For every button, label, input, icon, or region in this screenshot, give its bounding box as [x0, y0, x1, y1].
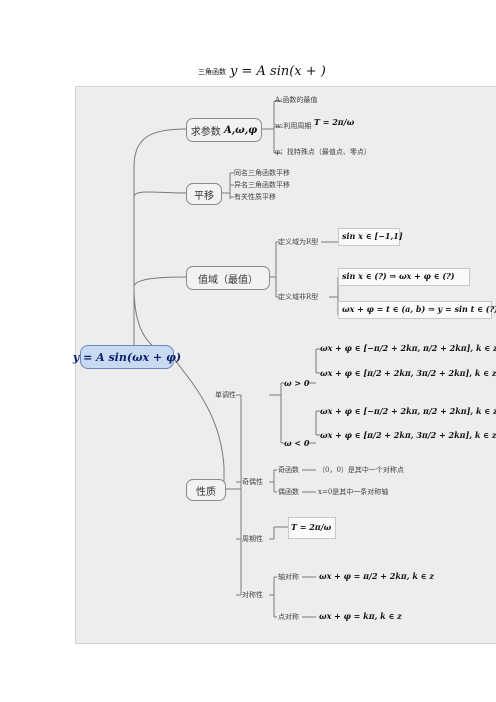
monotonic-label: 单调性: [215, 391, 236, 399]
root-node-label: y = A sin(ωx + φ): [72, 350, 182, 364]
parity-even-label: 偶函数: [278, 488, 299, 496]
range-non-r-formula2-box: [338, 301, 492, 319]
branch-params-label: 求参数: [190, 126, 221, 138]
monotonic-formula-3: ωx + φ ∈ [−π/2 + 2kπ, π/2 + 2kπ], k ∈ z递…: [320, 406, 496, 416]
range-r-domain-box: [338, 228, 400, 246]
symmetry-point-label: 点对称: [278, 613, 299, 621]
translate-item-same: 同名三角函数平移: [234, 169, 290, 177]
range-r-domain-label: 定义域为R型: [278, 238, 319, 246]
title-formula: y = A sin(x + ): [230, 64, 326, 79]
range-non-r-formula1-box: [338, 268, 470, 286]
period-label: 周期性: [242, 535, 263, 543]
monotonic-formula-2: ωx + φ ∈ [π/2 + 2kπ, 3π/2 + 2kπ], k ∈ z递…: [320, 368, 496, 378]
page-title: 三角函数 y = A sin(x + ): [198, 64, 326, 79]
params-period-formula: T = 2π/ω: [314, 117, 355, 127]
branch-properties-label: 性质: [196, 486, 216, 498]
period-formula-box: [288, 517, 336, 539]
symmetry-axis-formula: ωx + φ = π/2 + 2kπ, k ∈ z: [319, 571, 434, 581]
params-item-period: w:利用周期: [275, 122, 312, 130]
branch-properties[interactable]: 性质: [186, 479, 226, 501]
translate-item-different: 异名三角函数平移: [234, 181, 290, 189]
period-formula: T = 2π/ω: [291, 522, 332, 532]
parity-odd-desc: （0，0）是其中一个对称点: [318, 466, 404, 474]
branch-translate-label: 平移: [194, 190, 214, 202]
range-non-r-domain-label: 定义域非R型: [278, 293, 319, 301]
branch-params[interactable]: 求参数 A,ω,φ: [186, 118, 262, 142]
branch-params-math: A,ω,φ: [223, 124, 258, 136]
symmetry-label: 对称性: [242, 591, 263, 599]
mindmap-canvas: y = A sin(ωx + φ) 求参数 A,ω,φ A:函数的最值 w:利用…: [73, 86, 496, 644]
monotonic-w-positive: ω > 0: [284, 378, 310, 388]
range-r-domain-formula: sin x ∈ [−1,1]: [342, 231, 403, 241]
range-non-r-formula1: sin x ∈ (?) ⇒ ωx + φ ∈ (?): [342, 271, 455, 281]
translate-item-properties: 有关性质平移: [234, 193, 276, 201]
params-item-phase: φ：找特殊点（最值点、零点）: [275, 148, 371, 156]
parity-odd-label: 奇函数: [278, 466, 299, 474]
branch-translate[interactable]: 平移: [186, 183, 222, 205]
branch-range[interactable]: 值域（最值）: [186, 266, 270, 290]
parity-label: 奇偶性: [242, 478, 263, 486]
range-non-r-formula2: ωx + φ = t ∈ (a, b) ⇒ y = sin t ∈ (?): [342, 304, 496, 314]
title-prefix: 三角函数: [198, 67, 226, 76]
branch-range-label: 值域（最值）: [198, 274, 258, 286]
monotonic-formula-4: ωx + φ ∈ [π/2 + 2kπ, 3π/2 + 2kπ], k ∈ z递…: [320, 430, 496, 440]
params-item-amplitude: A:函数的最值: [275, 96, 318, 104]
monotonic-w-negative: ω < 0: [284, 438, 310, 448]
root-node[interactable]: y = A sin(ωx + φ): [73, 345, 181, 369]
symmetry-point-formula: ωx + φ = kπ, k ∈ z: [319, 611, 402, 621]
symmetry-axis-label: 轴对称: [278, 573, 299, 581]
monotonic-formula-1: ωx + φ ∈ [−π/2 + 2kπ, π/2 + 2kπ], k ∈ z递…: [320, 343, 496, 353]
parity-even-desc: x=0是其中一条对称轴: [318, 488, 389, 496]
